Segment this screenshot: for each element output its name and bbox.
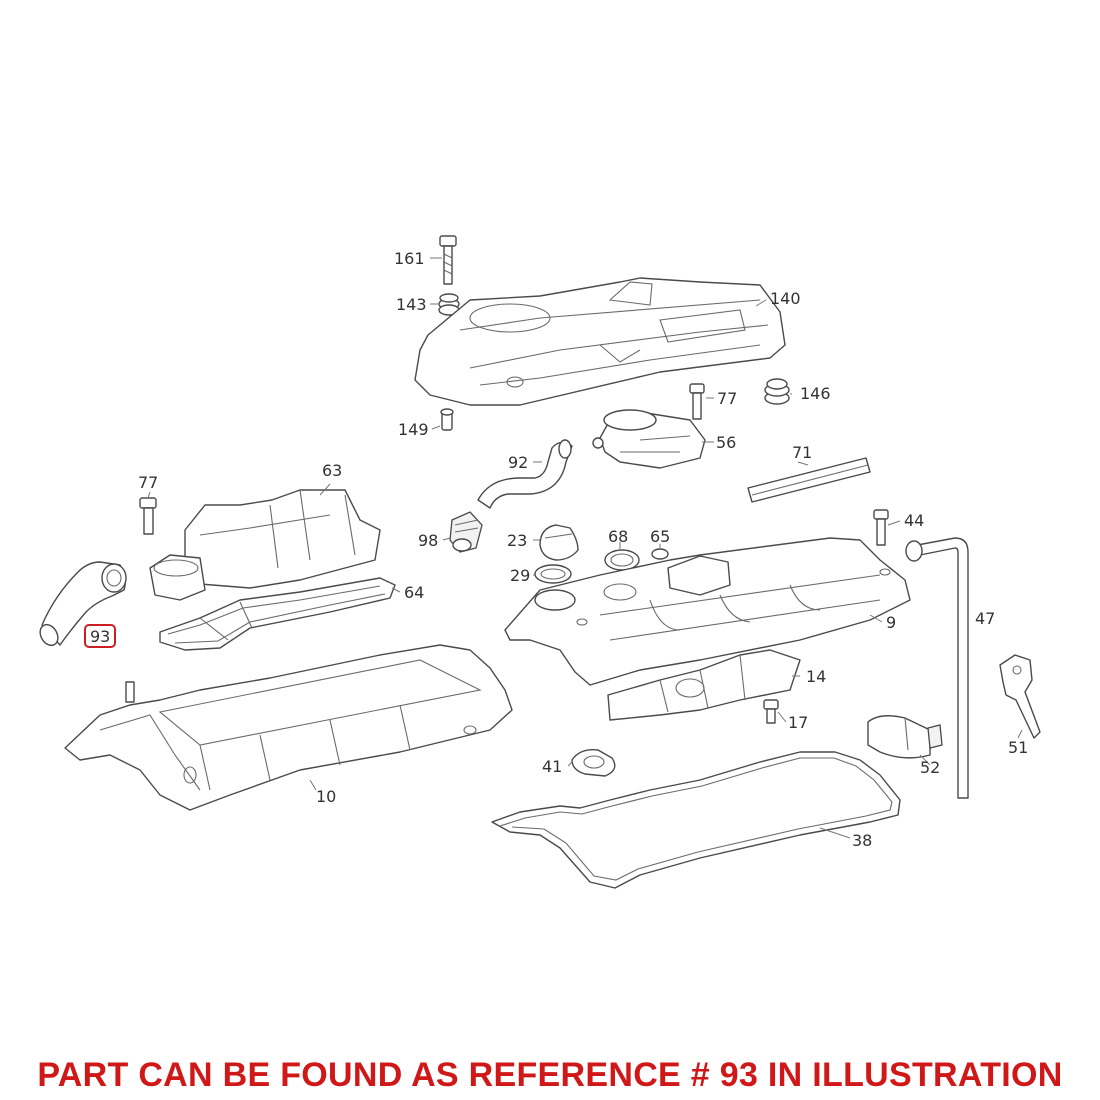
callout-51: 51 <box>1008 738 1028 757</box>
callout-77-left: 77 <box>138 473 158 492</box>
parts-diagram: 161 143 140 146 149 77 56 92 71 77 63 98… <box>39 235 1041 889</box>
callout-17: 17 <box>788 713 808 732</box>
part-149-bolt <box>440 408 454 431</box>
part-38-gasket <box>491 751 901 889</box>
callout-65: 65 <box>650 527 670 546</box>
part-64-gasket <box>159 577 396 651</box>
callout-38: 38 <box>852 831 872 850</box>
part-71-rod <box>747 457 871 503</box>
callout-23: 23 <box>507 531 527 550</box>
callout-labels: 161 143 140 146 149 77 56 92 71 77 63 98… <box>84 249 1028 850</box>
callout-52: 52 <box>920 758 940 777</box>
part-29-seal-ring <box>534 564 572 584</box>
reference-caption: PART CAN BE FOUND AS REFERENCE # 93 IN I… <box>37 1056 1063 1094</box>
highlight-box-93 <box>84 624 116 648</box>
part-17-bolt <box>763 699 779 724</box>
callout-77-right: 77 <box>717 389 737 408</box>
part-10-cylinder-head-cover <box>64 644 513 811</box>
part-98-valve <box>449 511 483 553</box>
callout-143: 143 <box>396 295 427 314</box>
part-77-bolt-left <box>139 497 157 535</box>
part-14-cover-segment <box>607 649 801 721</box>
callout-140: 140 <box>770 289 801 308</box>
callout-10: 10 <box>316 787 336 806</box>
callout-71: 71 <box>792 443 812 462</box>
part-93-hose <box>39 561 127 647</box>
callout-149: 149 <box>398 420 429 439</box>
callout-29: 29 <box>510 566 530 585</box>
callout-146: 146 <box>800 384 831 403</box>
callout-14: 14 <box>806 667 826 686</box>
part-146-grommet <box>764 378 790 405</box>
callout-41: 41 <box>542 757 562 776</box>
callout-93: 93 <box>90 627 110 646</box>
part-63-cover <box>149 489 381 601</box>
callout-161: 161 <box>394 249 425 268</box>
part-44-bolt <box>873 509 889 546</box>
part-47-tube <box>905 537 969 799</box>
callout-98: 98 <box>418 531 438 550</box>
part-140-engine-cover <box>414 277 786 406</box>
part-161-bolt <box>439 235 457 285</box>
part-23-cap <box>539 524 579 561</box>
part-56-oil-separator <box>592 409 706 469</box>
part-52-clamp <box>867 715 943 759</box>
callout-68: 68 <box>608 527 628 546</box>
part-65-seal <box>651 548 669 560</box>
callout-44: 44 <box>904 511 924 530</box>
part-68-seal-ring <box>604 549 640 571</box>
part-51-bracket <box>999 654 1041 739</box>
callout-56: 56 <box>716 433 736 452</box>
callout-64: 64 <box>404 583 424 602</box>
part-92-hose <box>477 439 573 509</box>
part-41-seal <box>571 749 616 777</box>
leader-lines <box>147 257 1023 839</box>
callout-63: 63 <box>322 461 342 480</box>
part-77-bolt-right <box>689 383 705 420</box>
callout-9: 9 <box>886 613 896 632</box>
callout-47: 47 <box>975 609 995 628</box>
callout-92: 92 <box>508 453 528 472</box>
part-9-cylinder-head-cover <box>504 537 911 686</box>
